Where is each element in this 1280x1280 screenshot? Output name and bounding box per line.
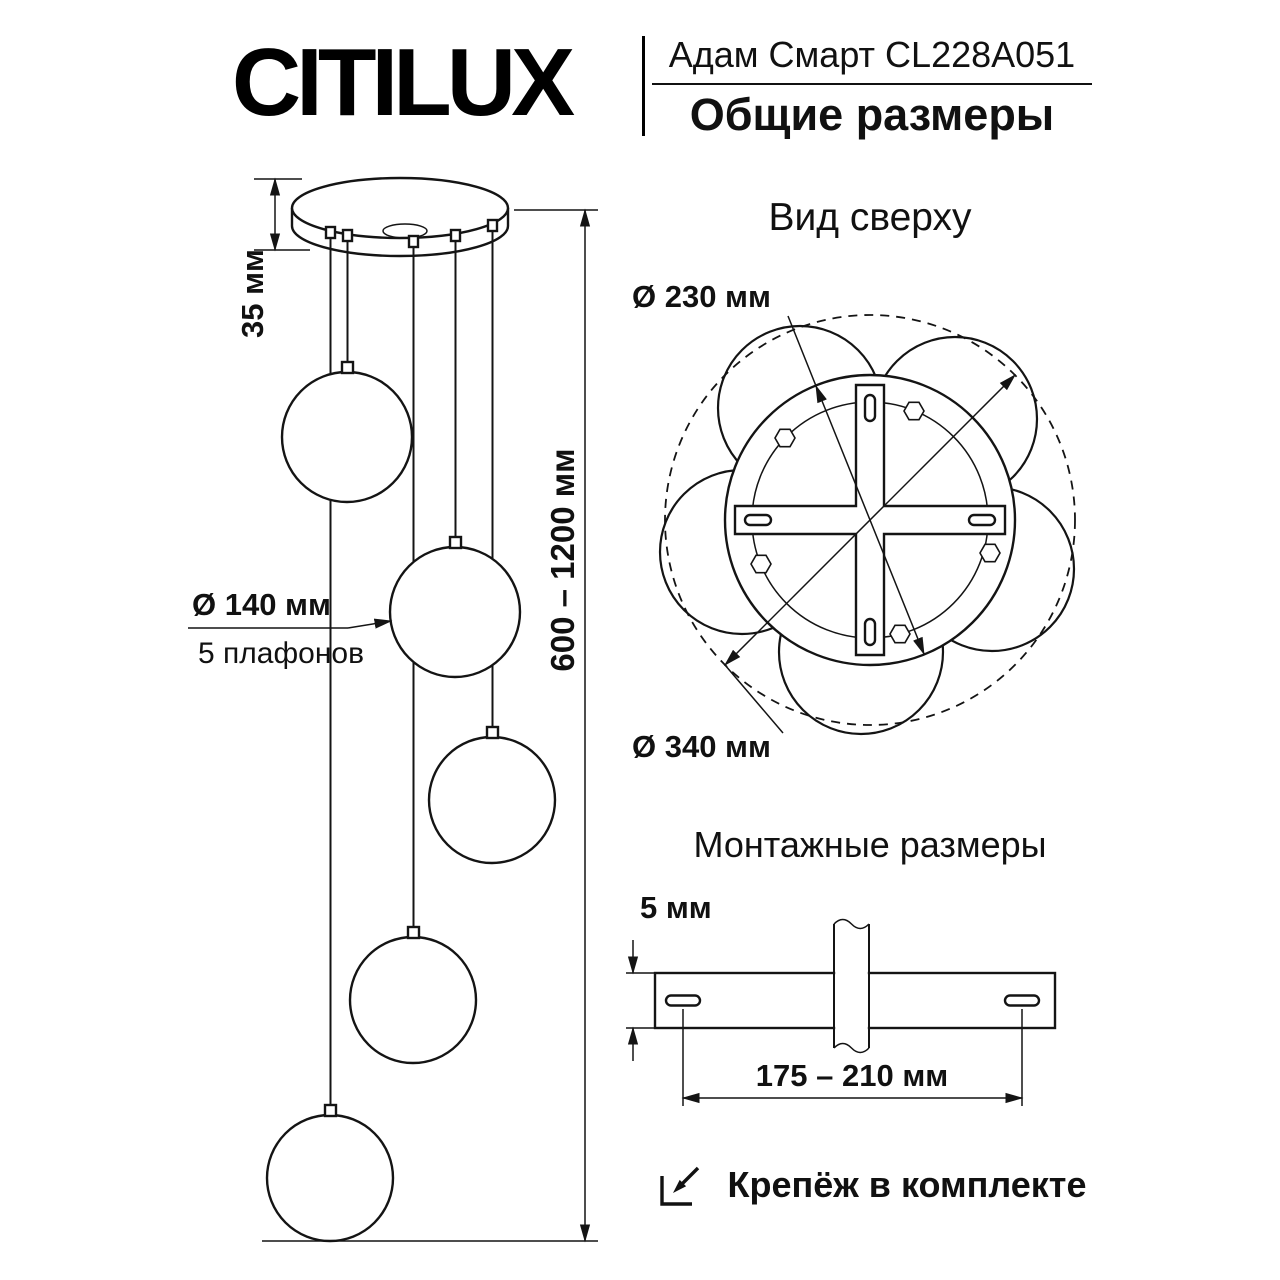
- lamp-shade: [280, 370, 414, 504]
- page-subtitle: Общие размеры: [689, 89, 1055, 140]
- top-view-title: Вид сверху: [768, 196, 972, 239]
- title-block: Адам Смарт CL228A051 Общие размеры: [652, 34, 1092, 141]
- header-divider: [642, 36, 645, 136]
- brand-logo: CITILUX: [231, 29, 575, 136]
- dim-canopy-height: 35 мм: [235, 177, 310, 338]
- shade-diameter-callout: Ø 140 мм 5 плафонов: [188, 587, 393, 670]
- lamp-shade: [388, 545, 522, 679]
- title-rule: [652, 83, 1092, 85]
- lamp-shade: [348, 935, 478, 1065]
- canopy-height-label: 35 мм: [235, 249, 270, 338]
- model-title: Адам Смарт CL228A051: [668, 34, 1076, 75]
- plate-diameter-label: Ø 230 мм: [632, 279, 771, 314]
- overall-diameter-label: Ø 340 мм: [632, 729, 771, 764]
- included-fasteners-label: Крепёж в комплекте: [727, 1164, 1087, 1205]
- wire-attachments: [324, 218, 499, 249]
- bar-thickness-label: 5 мм: [640, 890, 712, 925]
- mounting-drawing: 5 мм 175 – 210 мм: [626, 890, 1057, 1106]
- overall-envelope-circle: [664, 314, 1076, 726]
- dim-bar-thickness: 5 мм: [626, 890, 712, 1061]
- lamp-shades: [265, 370, 557, 1243]
- dim-overall-diameter: Ø 340 мм: [632, 373, 1017, 764]
- overall-height-label: 600 – 1200 мм: [544, 448, 581, 671]
- lamp-shade: [265, 1113, 395, 1243]
- dim-hole-spacing: 175 – 210 мм: [681, 1009, 1024, 1106]
- center-channel: [833, 918, 870, 1054]
- included-fasteners-icon: [659, 1166, 699, 1206]
- hole-spacing-label: 175 – 210 мм: [756, 1058, 948, 1093]
- shade-diameter-label: Ø 140 мм: [192, 587, 331, 622]
- dim-overall-height: 600 – 1200 мм: [262, 208, 598, 1243]
- bar-slots: [664, 994, 1041, 1007]
- front-view-drawing: 35 мм 600 – 1200 мм Ø 140 мм 5 плафонов: [188, 176, 598, 1243]
- shade-count-label: 5 плафонов: [198, 637, 364, 670]
- lamp-shade: [427, 735, 557, 865]
- mounting-title: Монтажные размеры: [693, 824, 1047, 865]
- footer: Крепёж в комплекте: [620, 1158, 1120, 1212]
- shade-connectors: [323, 360, 500, 1118]
- top-view-drawing: Ø 230 мм Ø 340 мм: [632, 279, 1076, 764]
- ceiling-canopy: [290, 176, 510, 258]
- channel-mask: [835, 970, 868, 1032]
